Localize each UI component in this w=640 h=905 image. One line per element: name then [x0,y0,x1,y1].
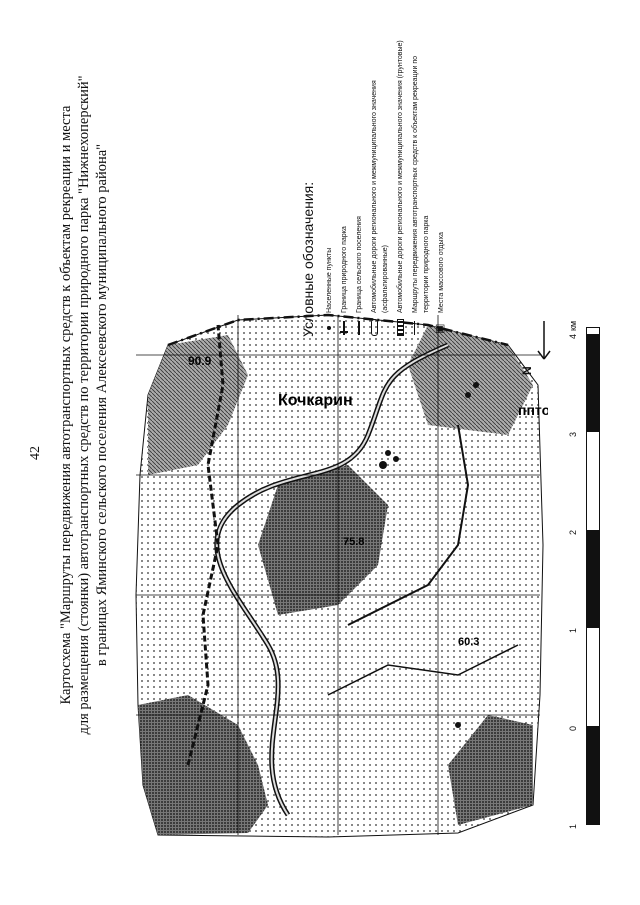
label-spot2: 75.8 [343,536,364,548]
legend-item-label: Автомобильные дороги регионального и меж… [397,40,404,313]
legend-item-label: Маршруты передвижения автотранспортных с… [412,55,430,313]
title-line-1: Картосхема "Маршруты передвижения автотр… [58,105,74,705]
legend-item: Автомобильные дороги регионального и меж… [369,17,391,337]
scale-tick: 2 [568,529,578,535]
legend-item: Населенные пункты [324,17,335,337]
topographic-map: Кочкарин 90.9 75.8 60.3 ппто [128,305,548,845]
scale-bar: 1 0 1 2 3 4 км [568,313,610,833]
scale-bar-graphic [586,327,600,825]
label-spot3: 60.3 [458,636,479,648]
page-number: 42 [28,446,43,460]
legend-item: Граница сельского поселения [354,17,365,337]
scale-tick: 4 [568,333,578,339]
title-line-2: для размещения (стоянки) автотранспортны… [76,75,92,735]
title-line-3: в границах Яминского сельского поселения… [94,143,110,667]
legend-item: Маршруты передвижения автотранспортных с… [410,17,432,337]
scale-tick: 3 [568,431,578,437]
scale-unit: км [568,320,578,331]
legend-item-label: Населенные пункты [326,247,333,313]
label-ppt: ппто [518,402,548,418]
north-arrow: N [520,315,564,375]
north-arrow-icon [537,321,551,360]
legend-item: Граница природного парка [339,17,350,337]
label-spot1: 90.9 [188,354,212,368]
scale-tick: 1 [568,823,578,829]
scale-tick: 0 [568,725,578,731]
scale-tick: 1 [568,627,578,633]
map-legend: Условные обозначения: Населенные пункты … [300,17,451,337]
settlement-dot-icon [324,317,334,337]
park-boundary-icon [339,317,349,337]
ground-road-icon [395,317,405,337]
north-label: N [520,366,534,375]
label-kocharin: Кочкарин [278,392,353,409]
legend-item: Места массового отдыха [436,17,447,337]
legend-item: Автомобильные дороги регионального и меж… [395,17,406,337]
legend-item-label: Граница сельского поселения [356,216,363,313]
asphalt-road-icon [369,317,379,337]
legend-title: Условные обозначения: [300,181,316,337]
legend-item-label: Граница природного парка [341,226,348,313]
route-line-icon [410,317,420,337]
rural-boundary-icon [354,317,364,337]
legend-item-label: Автомобильные дороги регионального и меж… [371,80,389,313]
legend-item-label: Места массового отдыха [438,232,445,313]
rest-area-icon [436,317,446,337]
